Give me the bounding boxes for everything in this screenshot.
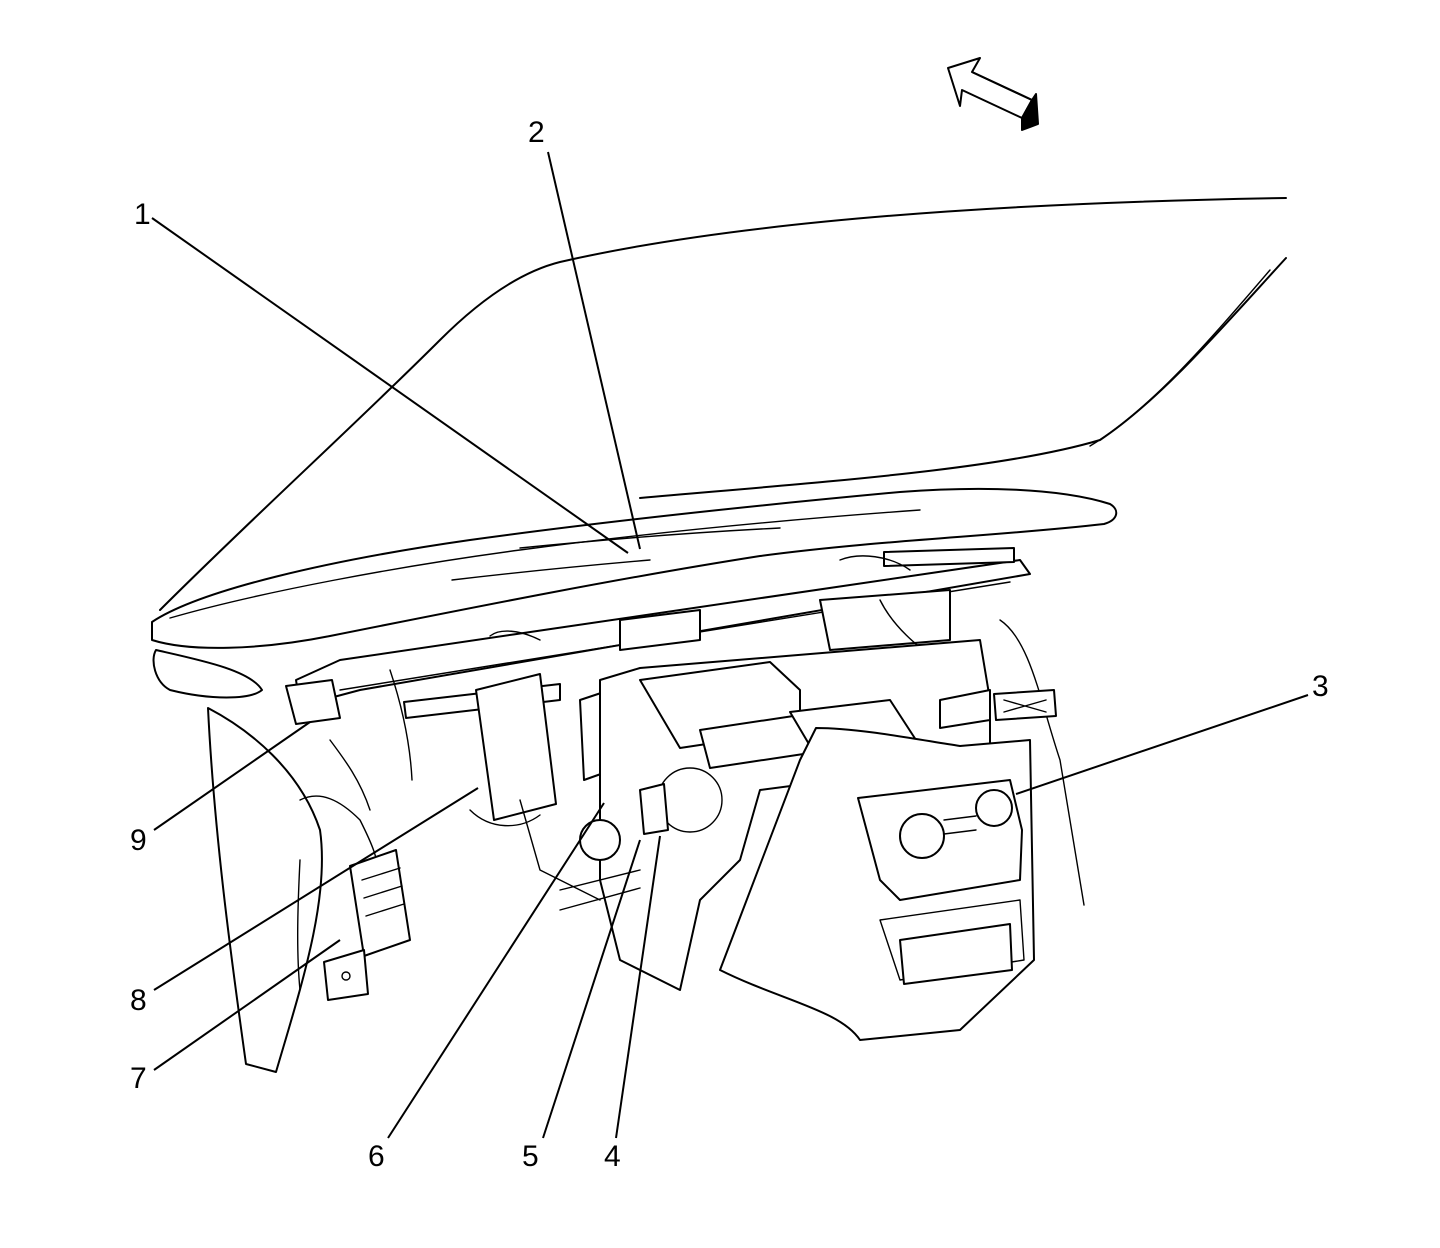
- callout-9: 9: [130, 824, 147, 857]
- leader-4: [615, 835, 661, 1139]
- hvac-module: [519, 639, 991, 991]
- callout-7: 7: [130, 1062, 147, 1095]
- callout-6: 6: [368, 1140, 385, 1173]
- callout-3: 3: [1312, 670, 1329, 703]
- leader-lines: [151, 151, 1309, 1139]
- body-control-module: [323, 849, 411, 1001]
- leader-3: [1015, 694, 1309, 795]
- leader-2: [547, 151, 641, 550]
- leader-5: [542, 839, 641, 1139]
- callout-4: 4: [604, 1140, 621, 1173]
- callout-8: 8: [130, 984, 147, 1017]
- leader-8: [153, 787, 479, 991]
- windshield: [159, 197, 1287, 611]
- leader-1: [151, 217, 629, 554]
- leader-7: [153, 939, 341, 1071]
- leader-6: [387, 802, 605, 1139]
- left-end-panel: [207, 707, 323, 1073]
- callout-2: 2: [528, 116, 545, 149]
- leader-9: [153, 721, 311, 831]
- center-stack-bezel: [719, 689, 1057, 1041]
- callout-labels: 1 2 3 4 5 6 7 8 9: [130, 116, 1329, 1173]
- callout-5: 5: [522, 1140, 539, 1173]
- instrument-panel-upper-trim: [151, 487, 1118, 699]
- callout-1: 1: [134, 198, 151, 231]
- forward-arrow-icon: [947, 57, 1039, 131]
